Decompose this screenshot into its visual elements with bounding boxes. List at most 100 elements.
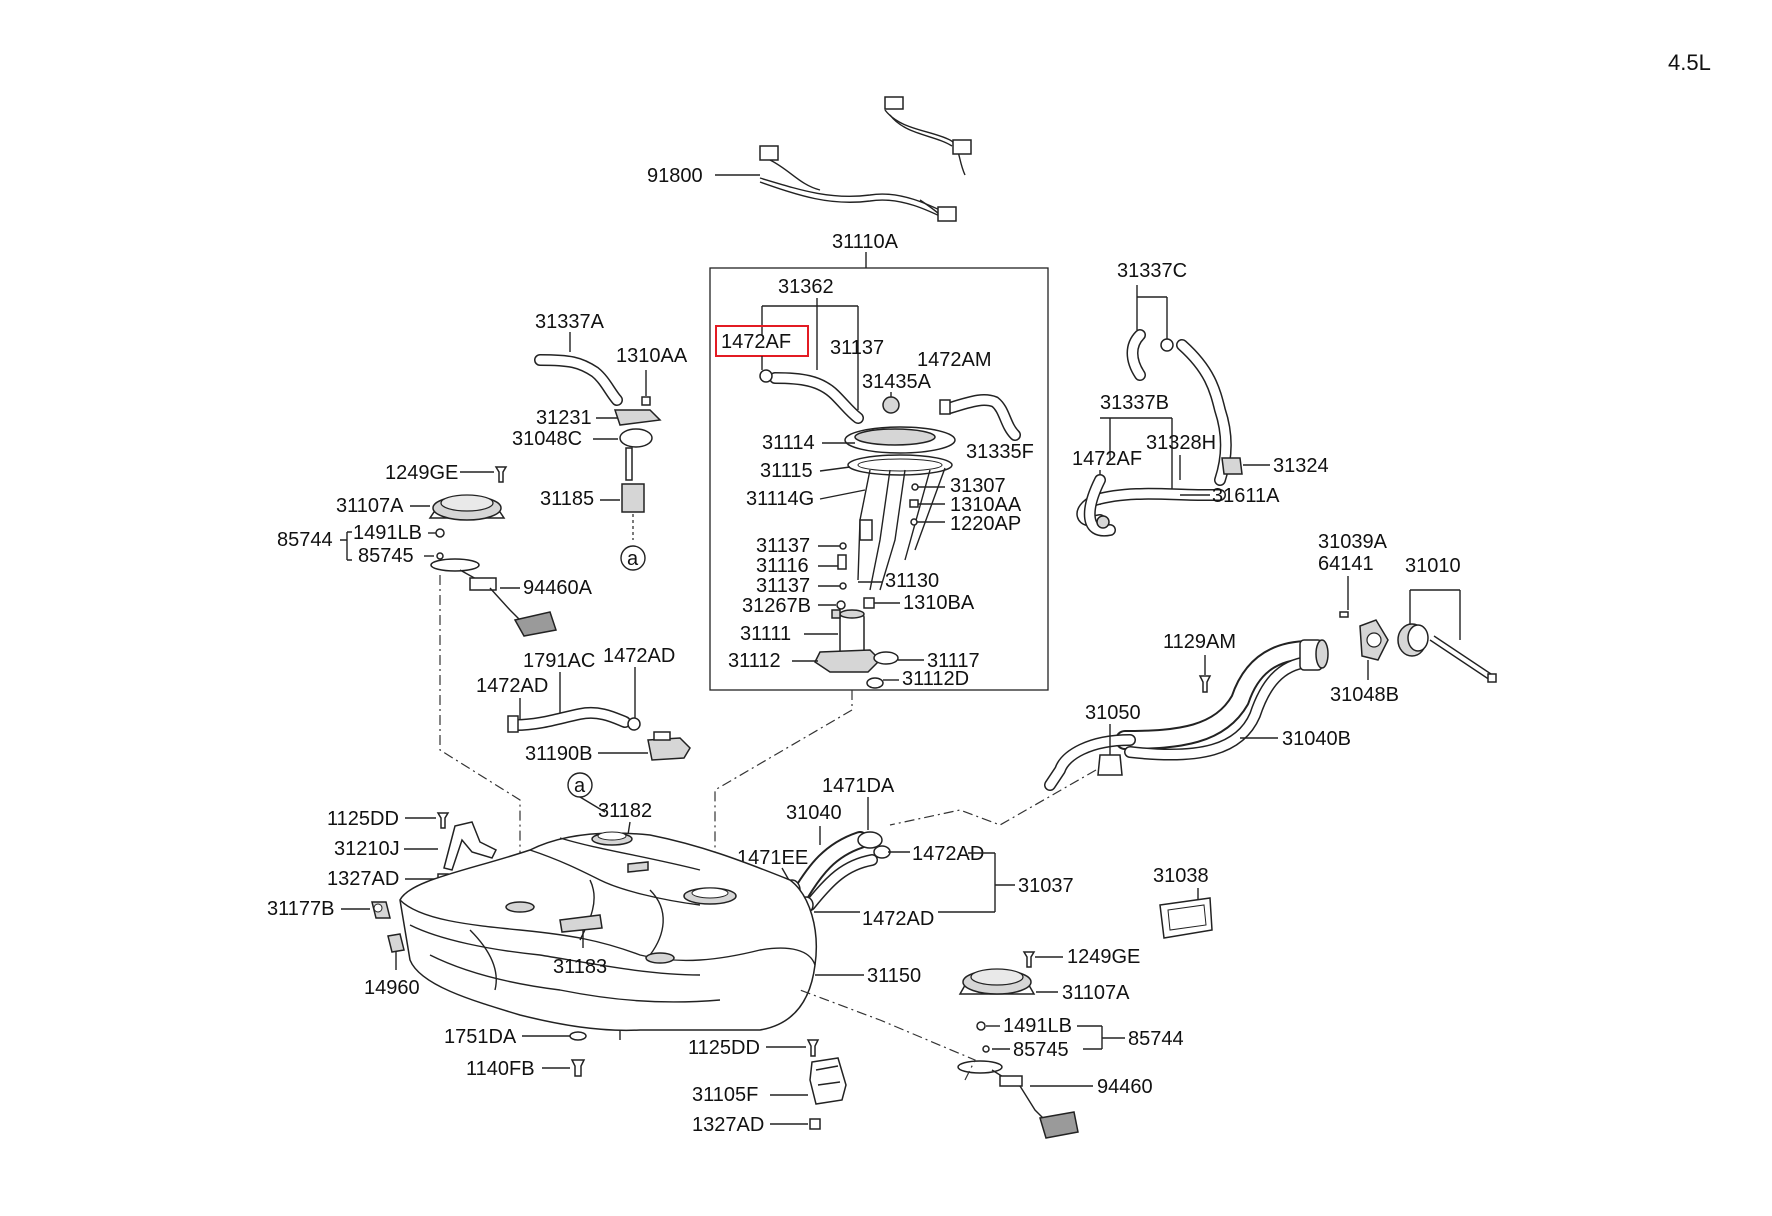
label-31111: 31111 [740, 623, 791, 645]
label-31137-top: 31137 [830, 337, 884, 359]
label-31231: 31231 [536, 407, 592, 429]
label-31115: 31115 [760, 460, 813, 482]
sender-unit-94460 [957, 1060, 1079, 1139]
valve-stem [625, 447, 633, 481]
label-31040: 31040 [786, 802, 842, 824]
label-31037: 31037 [1018, 875, 1074, 897]
label-91800: 91800 [647, 165, 703, 187]
label-31105F: 31105F [692, 1084, 758, 1106]
label-31182: 31182 [598, 800, 652, 822]
label-1310AA-module: 1310AA [950, 494, 1022, 516]
grommet-31050 [1097, 754, 1123, 776]
label-31116: 31116 [756, 555, 809, 577]
label-31048C: 31048C [512, 428, 582, 450]
label-31337C: 31337C [1117, 260, 1187, 282]
wiring-harness [715, 96, 972, 222]
label-31185: 31185 [540, 488, 594, 510]
label-31114G: 31114G [746, 488, 814, 510]
label-31210J: 31210J [334, 838, 400, 860]
ref-circle-a-upper [620, 545, 646, 571]
label-94460A: 94460A [523, 577, 593, 599]
clip-31177B [371, 901, 391, 919]
label-1472AF-right: 1472AF [1072, 448, 1142, 470]
filler-hose-31040 [783, 831, 891, 914]
vent-hose-31611A [1076, 474, 1226, 537]
strap-bracket-31105F [809, 1057, 847, 1105]
label-31112: 31112 [728, 650, 781, 672]
label-1751DA: 1751DA [444, 1026, 517, 1048]
label-31110A: 31110A [832, 231, 899, 253]
label-1310BA: 1310BA [903, 592, 975, 614]
label-1140FB: 1140FB [466, 1058, 535, 1080]
label-31040B: 31040B [1282, 728, 1351, 750]
label-1472AD-b: 1472AD [476, 675, 548, 697]
label-31112D: 31112D [902, 668, 969, 690]
module-hoses [759, 369, 1021, 441]
fuel-pump [831, 609, 865, 659]
label-1471DA: 1471DA [822, 775, 895, 797]
label-1129AM: 1129AM [1163, 631, 1236, 653]
pump-strainer [814, 649, 899, 689]
label-31307: 31307 [950, 475, 1006, 497]
label-1327AD-bottom: 1327AD [692, 1114, 764, 1136]
pad-31038 [1159, 897, 1213, 939]
label-1472AD-d: 1472AD [862, 908, 934, 930]
leader-94460-to-tank [799, 989, 976, 1081]
valve-31190B [647, 731, 691, 761]
fuel-cap-31010 [1397, 623, 1497, 683]
pump-flange-assembly [844, 426, 956, 591]
label-31337B: 31337B [1100, 392, 1169, 414]
engine-variant-label: 4.5L [1668, 50, 1711, 75]
label-31050: 31050 [1085, 702, 1141, 724]
vent-hose-31337A [534, 354, 623, 406]
label-1471EE: 1471EE [737, 847, 808, 869]
label-1491LB-left: 1491LB [353, 522, 422, 544]
label-31039A: 31039A [1318, 531, 1388, 553]
label-1220AP: 1220AP [950, 513, 1021, 535]
label-1472AM: 1472AM [917, 349, 992, 371]
label-31267B: 31267B [742, 595, 811, 617]
label-31177B: 31177B [267, 898, 334, 920]
pump-module-box [709, 267, 1049, 691]
label-31335F: 31335F [966, 441, 1034, 463]
label-85744-left: 85744 [277, 529, 333, 551]
leader-94460A-to-tank [439, 575, 521, 900]
label-85745-left: 85745 [358, 545, 414, 567]
label-31010: 31010 [1405, 555, 1461, 577]
ref-a-lower: a [574, 775, 586, 797]
label-31150: 31150 [867, 965, 921, 987]
valve-31185 [621, 483, 645, 513]
label-1125DD-top: 1125DD [327, 808, 399, 830]
label-31137-c: 31137 [756, 575, 810, 597]
label-31183: 31183 [553, 956, 607, 978]
label-31130: 31130 [885, 570, 939, 592]
label-31435A: 31435A [862, 371, 932, 393]
label-1791AC: 1791AC [523, 650, 595, 672]
sender-unit-94460A [430, 558, 557, 637]
label-31328H: 31328H [1146, 432, 1216, 454]
label-85744-right: 85744 [1128, 1028, 1184, 1050]
label-1472AD-a: 1472AD [603, 645, 675, 667]
gasket-31048C [619, 428, 653, 448]
access-cover-31107A-left [428, 494, 506, 521]
label-31362: 31362 [778, 276, 834, 298]
label-94460: 94460 [1097, 1076, 1153, 1098]
label-31324: 31324 [1273, 455, 1329, 477]
clip-14960 [387, 933, 405, 953]
label-85745-right: 85745 [1013, 1039, 1069, 1061]
label-31048B: 31048B [1330, 684, 1399, 706]
label-1472AF-highlighted: 1472AF [721, 331, 791, 353]
access-cover-31107A-right [958, 968, 1036, 995]
label-31117: 31117 [927, 650, 980, 672]
leader-filler-to-tank [889, 769, 1097, 826]
label-1491LB-right: 1491LB [1003, 1015, 1072, 1037]
label-1472AD-c: 1472AD [912, 843, 984, 865]
strap-bracket-31210J [443, 821, 498, 871]
vapor-hose-1791AC [507, 707, 641, 733]
label-31337A: 31337A [535, 311, 605, 333]
label-64141: 64141 [1318, 553, 1374, 575]
label-31107A-right: 31107A [1062, 982, 1130, 1004]
clip-31324 [1221, 457, 1243, 475]
ref-a-upper: a [627, 548, 639, 570]
